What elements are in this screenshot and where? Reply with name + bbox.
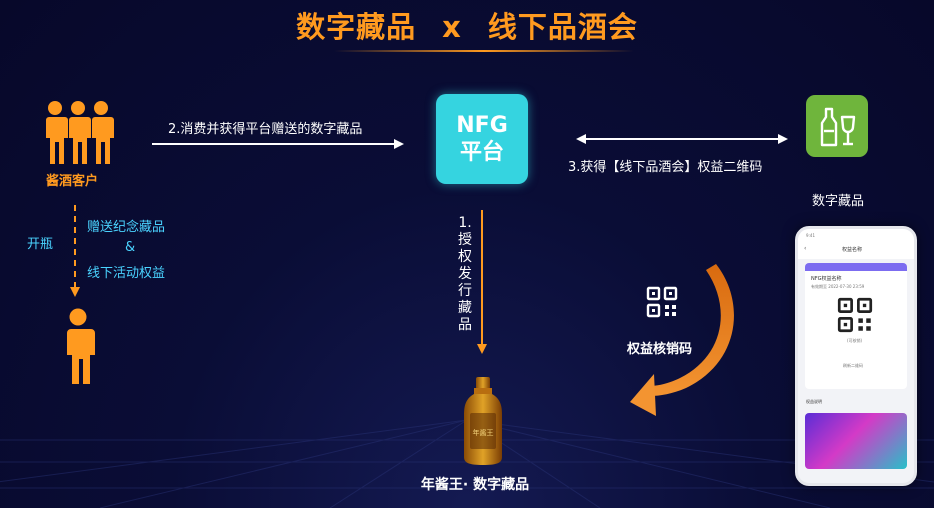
step1-label: 1. 授 权 发 行 藏 品 [457, 215, 473, 334]
phone-card-title: NFG权益名称 [811, 276, 842, 282]
step1-char: 权 [458, 249, 472, 265]
liquor-bottle-image: 年酱王 [464, 377, 502, 465]
step3-double-arrow [576, 134, 788, 144]
digital-collectible-tile [806, 95, 868, 157]
nfg-platform-box: NFG 平台 [436, 94, 528, 184]
phone-qr-icon [837, 297, 873, 333]
phone-card-sub: 有效期至 2022-07-30 23:59 [811, 284, 865, 289]
phone-refresh-link[interactable]: 刷新二维码 [843, 363, 863, 368]
open-bottle-label: 开瓶 [27, 237, 54, 252]
step3-label: 3.获得【线下品酒会】权益二维码 [568, 160, 763, 175]
phone-nav-title: 权益名称 [842, 247, 863, 253]
wine-glass-icon [820, 107, 856, 147]
gift-amp: & [125, 240, 136, 255]
phone-status-bar: 9:41 ‹ 权益名称 [798, 229, 914, 259]
digital-label: 数字藏品 [812, 194, 865, 209]
phone-mockup: 9:41 ‹ 权益名称 NFG权益名称 有效期至 2022-07-30 23:5… [795, 226, 917, 486]
step1-arrow [477, 210, 487, 354]
gift-label-2: 线下活动权益 [87, 266, 166, 281]
title-x: x [442, 10, 462, 44]
platform-line2: 平台 [459, 140, 504, 165]
customer-group-icon [45, 101, 114, 164]
verify-label: 权益核销码 [627, 342, 693, 357]
step1-char: 行 [458, 283, 472, 299]
phone-artwork-image [805, 413, 907, 469]
bottle-label: 年酱王· 数字藏品 [420, 477, 530, 493]
person-icon [65, 308, 95, 384]
qr-code-icon [646, 286, 678, 318]
step1-char: 藏 [458, 300, 472, 316]
gift-label-1: 赠送纪念藏品 [87, 220, 166, 235]
open-bottle-arrow [70, 205, 80, 297]
page-title: 数字藏品 x 线下品酒会 [0, 4, 934, 46]
bottle-brand: 年酱王 [473, 428, 494, 437]
title-underline [334, 50, 634, 52]
step2-label: 2.消费并获得平台赠送的数字藏品 [168, 122, 363, 137]
step1-char: 1. [458, 215, 472, 231]
platform-line1: NFG [456, 113, 508, 138]
phone-qr-hint: (可核销) [847, 338, 863, 343]
phone-benefit-card: NFG权益名称 有效期至 2022-07-30 23:59 [805, 263, 907, 389]
step1-char: 授 [458, 232, 472, 248]
curved-return-arrow [630, 264, 734, 416]
step2-arrow [152, 139, 404, 149]
customer-label: 酱酒客户 [46, 174, 99, 189]
phone-section-title: 权益说明 [806, 399, 822, 404]
title-right: 线下品酒会 [487, 10, 638, 44]
title-left: 数字藏品 [296, 10, 417, 44]
phone-time: 9:41 [806, 233, 815, 238]
step1-char: 品 [458, 317, 472, 333]
step1-char: 发 [458, 266, 472, 282]
back-icon: ‹ [804, 245, 807, 252]
